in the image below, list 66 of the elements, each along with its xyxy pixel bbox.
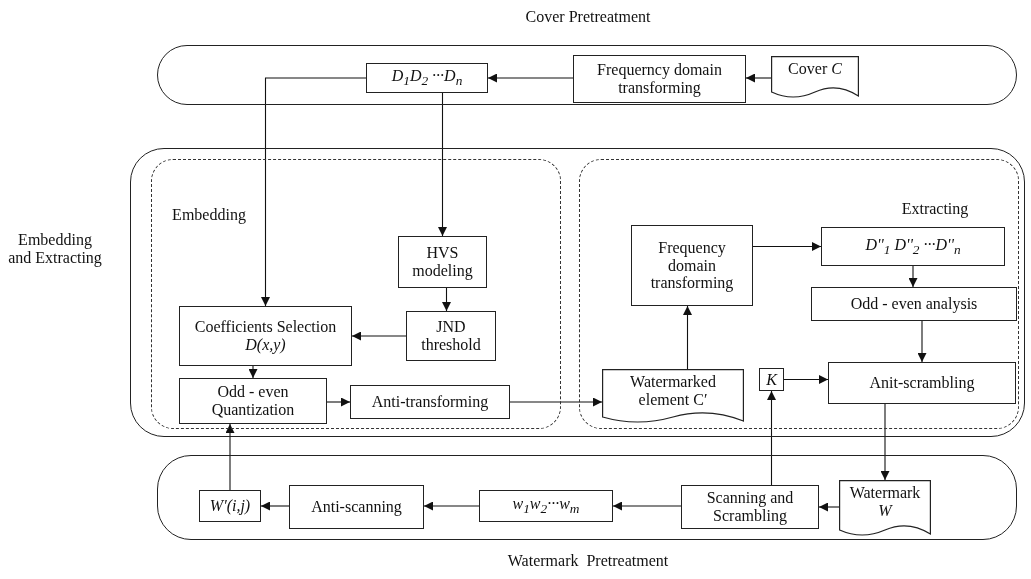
node-label: w$_{1}$w$_{2}$···w$_{m}$ [511, 495, 581, 517]
node-label: JND threshold [420, 318, 482, 354]
arrow [683, 305, 692, 370]
process-box [398, 236, 487, 288]
process-box [350, 385, 510, 419]
node-label: Coefficients Selection D(x,y) [193, 318, 338, 354]
process-box [366, 63, 488, 93]
arrow [767, 390, 776, 486]
document-node [602, 369, 744, 425]
arrow [908, 265, 918, 288]
arrow [248, 365, 258, 379]
arrow [752, 242, 822, 251]
process-box [406, 311, 496, 361]
process-box [289, 485, 424, 529]
node-label: D''$_{1}$ D''$_{2}$ ···D''$_{n}$ [864, 235, 962, 258]
document-node [839, 480, 931, 538]
process-box [759, 368, 784, 391]
node-label: Frequency domain transforming [649, 239, 735, 292]
node-label: Watermarked element C′ [629, 373, 717, 409]
group-title: Embedding and Extracting [7, 231, 103, 268]
process-box [179, 378, 327, 424]
process-box [811, 287, 1017, 321]
node-label: Anit-scrambling [868, 374, 976, 392]
group-title: Cover Pretreatment [524, 8, 652, 27]
arrow [261, 77, 367, 307]
arrow [487, 73, 574, 83]
document-node [771, 56, 859, 100]
arrow [509, 397, 603, 407]
dashed-group [579, 159, 1019, 429]
process-box [199, 490, 261, 522]
node-label: Odd - even Quantization [210, 383, 296, 419]
arrow [260, 501, 290, 511]
process-box [828, 362, 1016, 404]
arrow [326, 397, 351, 407]
arrow [783, 375, 829, 384]
node-label: Scanning and Scrambling [705, 489, 795, 525]
node-label: K [765, 370, 779, 389]
node-label: W′(i,j) [208, 497, 252, 515]
arrow [917, 320, 927, 363]
arrow [423, 501, 480, 511]
arrow [818, 502, 840, 512]
process-box [681, 485, 819, 529]
node-label: Anti-scanning [310, 498, 403, 516]
arrow [612, 501, 682, 511]
node-label: HVS modeling [411, 244, 474, 280]
node-label: D$_{1}$D$_{2}$ ···D$_{n}$ [390, 67, 464, 89]
node-label: Anti-transforming [370, 393, 490, 411]
process-box [479, 490, 613, 522]
process-box [631, 225, 753, 306]
arrow [880, 403, 890, 481]
process-box [573, 55, 746, 103]
node-label: Watermark W [848, 484, 922, 520]
arrow [225, 423, 235, 491]
arrow [442, 287, 451, 312]
node-label: Odd - even analysis [849, 295, 979, 313]
group-title: Watermark Pretreatment [506, 552, 670, 571]
group-title: Extracting [900, 200, 970, 219]
group-title: Embedding [171, 206, 247, 225]
node-label: Cover C [787, 60, 843, 78]
arrow [745, 73, 772, 83]
process-box [179, 306, 352, 366]
arrow [351, 331, 407, 341]
node-label: Frequerncy domain transforming [596, 61, 723, 97]
process-box [821, 227, 1005, 266]
dashed-group [151, 159, 561, 429]
arrow [438, 92, 447, 237]
